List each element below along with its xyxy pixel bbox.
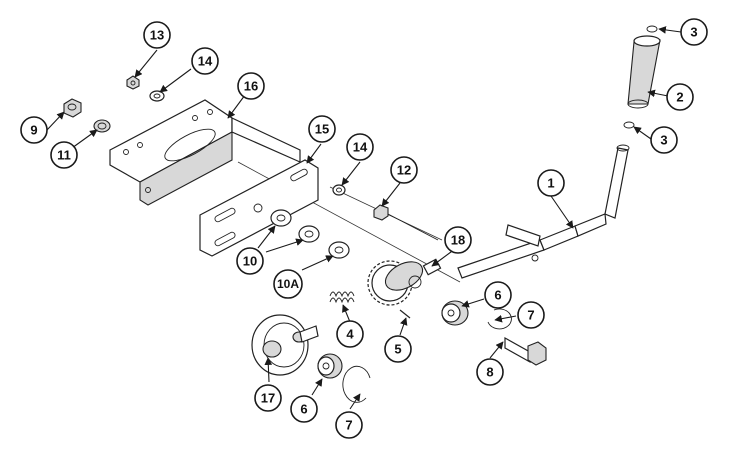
leader-lines — [46, 26, 682, 410]
svg-text:16: 16 — [244, 79, 258, 94]
callout-17: 17 — [254, 384, 282, 412]
callout-3-lower: 3 — [650, 126, 678, 154]
callout-2: 2 — [666, 83, 694, 111]
callout-6-right: 6 — [484, 281, 512, 309]
svg-text:15: 15 — [315, 122, 329, 137]
part-2-handle-grip — [627, 35, 661, 109]
svg-text:18: 18 — [451, 233, 465, 248]
part-10a-washer — [328, 241, 350, 259]
part-1-crank-handle — [457, 144, 630, 279]
callout-14-top: 14 — [191, 47, 219, 75]
svg-text:13: 13 — [150, 28, 164, 43]
svg-text:10A: 10A — [277, 277, 299, 291]
callout-7-lower: 7 — [335, 411, 363, 439]
callout-18: 18 — [444, 226, 472, 254]
callout-13: 13 — [143, 21, 171, 49]
svg-text:17: 17 — [261, 391, 275, 406]
svg-text:10: 10 — [243, 254, 257, 269]
part-3-clip-lower — [623, 121, 635, 129]
svg-text:6: 6 — [494, 288, 501, 303]
svg-text:6: 6 — [300, 402, 307, 417]
part-14-washer-top — [149, 90, 165, 102]
callout-14-center: 14 — [346, 133, 374, 161]
svg-text:9: 9 — [30, 123, 37, 138]
part-10-washers — [270, 209, 320, 243]
part-3-clip-top — [646, 25, 658, 33]
part-6-bearing-right — [441, 300, 469, 326]
part-14-washer-center — [332, 184, 346, 196]
svg-text:1: 1 — [547, 176, 554, 191]
part-11-lock-washer — [93, 119, 111, 133]
part-8-hex-bolt — [504, 336, 547, 366]
part-12-adjusting-bolt — [373, 204, 439, 241]
part-18-ratchet-gear — [367, 258, 442, 306]
part-4-spring — [329, 291, 355, 304]
callout-16: 16 — [237, 72, 265, 100]
part-5-pin — [399, 309, 411, 319]
callout-11: 11 — [50, 141, 78, 169]
svg-text:14: 14 — [198, 54, 213, 69]
part-15-side-plate — [199, 159, 319, 257]
part-7-snap-ring-right — [487, 308, 512, 330]
svg-text:2: 2 — [676, 90, 683, 105]
callout-15: 15 — [308, 115, 336, 143]
callout-10a: 10A — [273, 269, 303, 299]
part-17-drum-hub — [251, 314, 319, 376]
callout-10: 10 — [236, 247, 264, 275]
callout-8: 8 — [476, 358, 504, 386]
part-13-small-nut — [126, 75, 140, 90]
svg-text:3: 3 — [690, 25, 697, 40]
part-7-snap-ring-lower — [342, 365, 371, 403]
svg-text:5: 5 — [394, 342, 401, 357]
callout-12: 12 — [390, 156, 418, 184]
svg-text:3: 3 — [660, 133, 667, 148]
part-16-mounting-bracket — [109, 99, 301, 206]
callout-4: 4 — [336, 320, 364, 348]
svg-text:14: 14 — [353, 140, 368, 155]
callout-5: 5 — [384, 335, 412, 363]
callout-1: 1 — [537, 169, 565, 197]
part-9-hex-nut — [63, 98, 82, 118]
callout-7-right: 7 — [517, 301, 545, 329]
callout-3-top: 3 — [680, 18, 708, 46]
svg-text:7: 7 — [345, 418, 352, 433]
svg-text:7: 7 — [527, 308, 534, 323]
callout-6-lower: 6 — [290, 395, 318, 423]
svg-text:8: 8 — [486, 365, 493, 380]
svg-text:11: 11 — [57, 148, 71, 163]
callout-9: 9 — [20, 116, 48, 144]
svg-text:12: 12 — [397, 163, 411, 178]
svg-text:4: 4 — [346, 327, 354, 342]
part-6-bearing-lower — [317, 353, 343, 379]
